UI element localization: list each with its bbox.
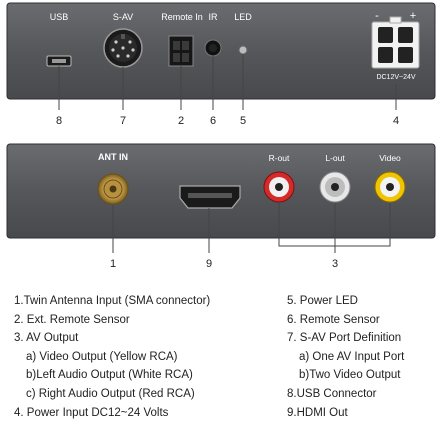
video-label: Video bbox=[379, 153, 401, 163]
ant-in-label: ANT IN bbox=[98, 152, 128, 162]
callout-9: 9 bbox=[206, 258, 212, 270]
callout-3: 3 bbox=[332, 258, 338, 270]
top-panel bbox=[6, 2, 436, 100]
legend-left: 1.Twin Antenna Input (SMA connector) 2. … bbox=[14, 292, 210, 422]
rca-red-jack-icon bbox=[263, 171, 295, 203]
callout-2: 2 bbox=[178, 115, 184, 127]
remote-in-port-icon bbox=[168, 35, 194, 67]
legend-item: 5. Power LED bbox=[287, 295, 358, 307]
legend-item: 7. S-AV Port Definition bbox=[287, 332, 402, 345]
sav-port-icon bbox=[103, 28, 143, 68]
callout-6: 6 bbox=[210, 115, 216, 127]
rca-white-jack-icon bbox=[319, 171, 351, 203]
legend-subitem: b)Two Video Output bbox=[299, 369, 401, 382]
callout-8: 8 bbox=[56, 115, 62, 127]
callout-1: 1 bbox=[110, 258, 116, 270]
power-rating-label: DC12V~24V bbox=[376, 74, 415, 81]
led-icon bbox=[238, 45, 248, 55]
legend-item: 8.USB Connector bbox=[287, 387, 377, 400]
ir-sensor-icon bbox=[204, 39, 222, 57]
device-diagram: USB S-AV Remote In IR LED - + bbox=[6, 2, 436, 270]
ir-label: IR bbox=[209, 12, 219, 22]
led-label: LED bbox=[234, 12, 252, 22]
legend-subitem: b)Left Audio Output (White RCA) bbox=[26, 369, 193, 382]
power-minus-label: - bbox=[375, 10, 379, 22]
sav-label: S-AV bbox=[113, 12, 133, 22]
power-connector-icon bbox=[371, 16, 420, 69]
legend-item: 1.Twin Antenna Input (SMA connector) bbox=[14, 295, 211, 307]
legend-subitem: a) Video Output (Yellow RCA) bbox=[26, 350, 178, 363]
legend-item: 3. AV Output bbox=[14, 332, 79, 345]
legend-item: 4. Power Input DC12~24 Volts bbox=[14, 406, 169, 419]
remote-in-label: Remote In bbox=[161, 12, 203, 22]
legend-right: 5. Power LED 6. Remote Sensor 7. S-AV Po… bbox=[287, 292, 404, 422]
legend-subitem: a) One AV Input Port bbox=[299, 350, 405, 363]
legend-subitem: c) Right Audio Output (Red RCA) bbox=[26, 387, 195, 400]
hdmi-port-icon bbox=[179, 185, 241, 209]
sma-connector-icon bbox=[97, 173, 129, 205]
legend-item: 6. Remote Sensor bbox=[287, 313, 380, 326]
legend-item: 2. Ext. Remote Sensor bbox=[14, 313, 130, 326]
callout-4: 4 bbox=[393, 115, 399, 127]
power-plus-label: + bbox=[410, 10, 416, 22]
callout-5: 5 bbox=[240, 115, 246, 127]
callout-7: 7 bbox=[120, 115, 126, 127]
legend-item: 9.HDMI Out bbox=[287, 406, 348, 419]
rca-yellow-jack-icon bbox=[374, 171, 406, 203]
r-out-label: R-out bbox=[269, 153, 290, 163]
l-out-label: L-out bbox=[325, 153, 345, 163]
usb-label: USB bbox=[50, 12, 69, 22]
usb-port-icon bbox=[46, 55, 72, 67]
